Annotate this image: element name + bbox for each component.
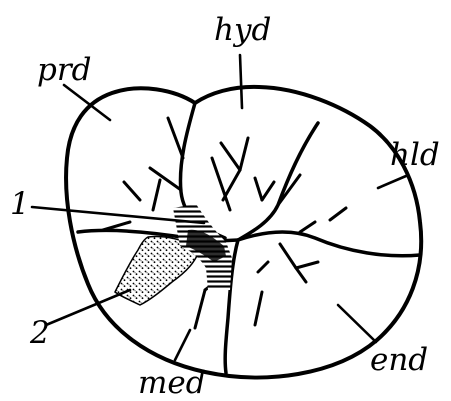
label-end: end bbox=[370, 342, 428, 378]
leader-prd bbox=[64, 85, 110, 120]
branch-prd-1 bbox=[168, 118, 183, 158]
label-med: med bbox=[138, 365, 206, 401]
branch-prd-4 bbox=[124, 182, 140, 200]
branch-hld-2 bbox=[300, 222, 315, 232]
label-1: 1 bbox=[10, 186, 30, 222]
branch-prd-5 bbox=[103, 222, 130, 230]
fissure-hld-end bbox=[238, 232, 420, 256]
fissure-hyd-hld bbox=[238, 123, 318, 240]
branch-hyd-1 bbox=[221, 143, 240, 170]
label-hyd: hyd bbox=[214, 12, 271, 48]
branch-end-3 bbox=[296, 262, 318, 268]
leader-med bbox=[175, 330, 190, 360]
branch-prd-2 bbox=[150, 168, 181, 190]
label-prd: prd bbox=[37, 52, 92, 88]
branch-med-1 bbox=[195, 290, 205, 328]
leader-end bbox=[338, 305, 376, 342]
branch-end-4 bbox=[258, 262, 268, 272]
leader-2 bbox=[46, 290, 130, 325]
branch-end-2 bbox=[296, 268, 306, 282]
branch-hyd-6 bbox=[262, 182, 274, 200]
branch-prd-3 bbox=[153, 180, 160, 210]
branch-hyd-2 bbox=[240, 138, 248, 170]
label-hld: hld bbox=[390, 137, 440, 173]
branch-hyd-5 bbox=[255, 178, 262, 200]
branch-end-1 bbox=[280, 244, 296, 268]
branch-end-5 bbox=[255, 292, 262, 325]
leader-hyd bbox=[240, 55, 242, 108]
leader-hld bbox=[378, 176, 406, 188]
branch-hyd-4 bbox=[212, 158, 230, 210]
label-2: 2 bbox=[29, 315, 50, 351]
branch-hld-1 bbox=[330, 208, 346, 220]
